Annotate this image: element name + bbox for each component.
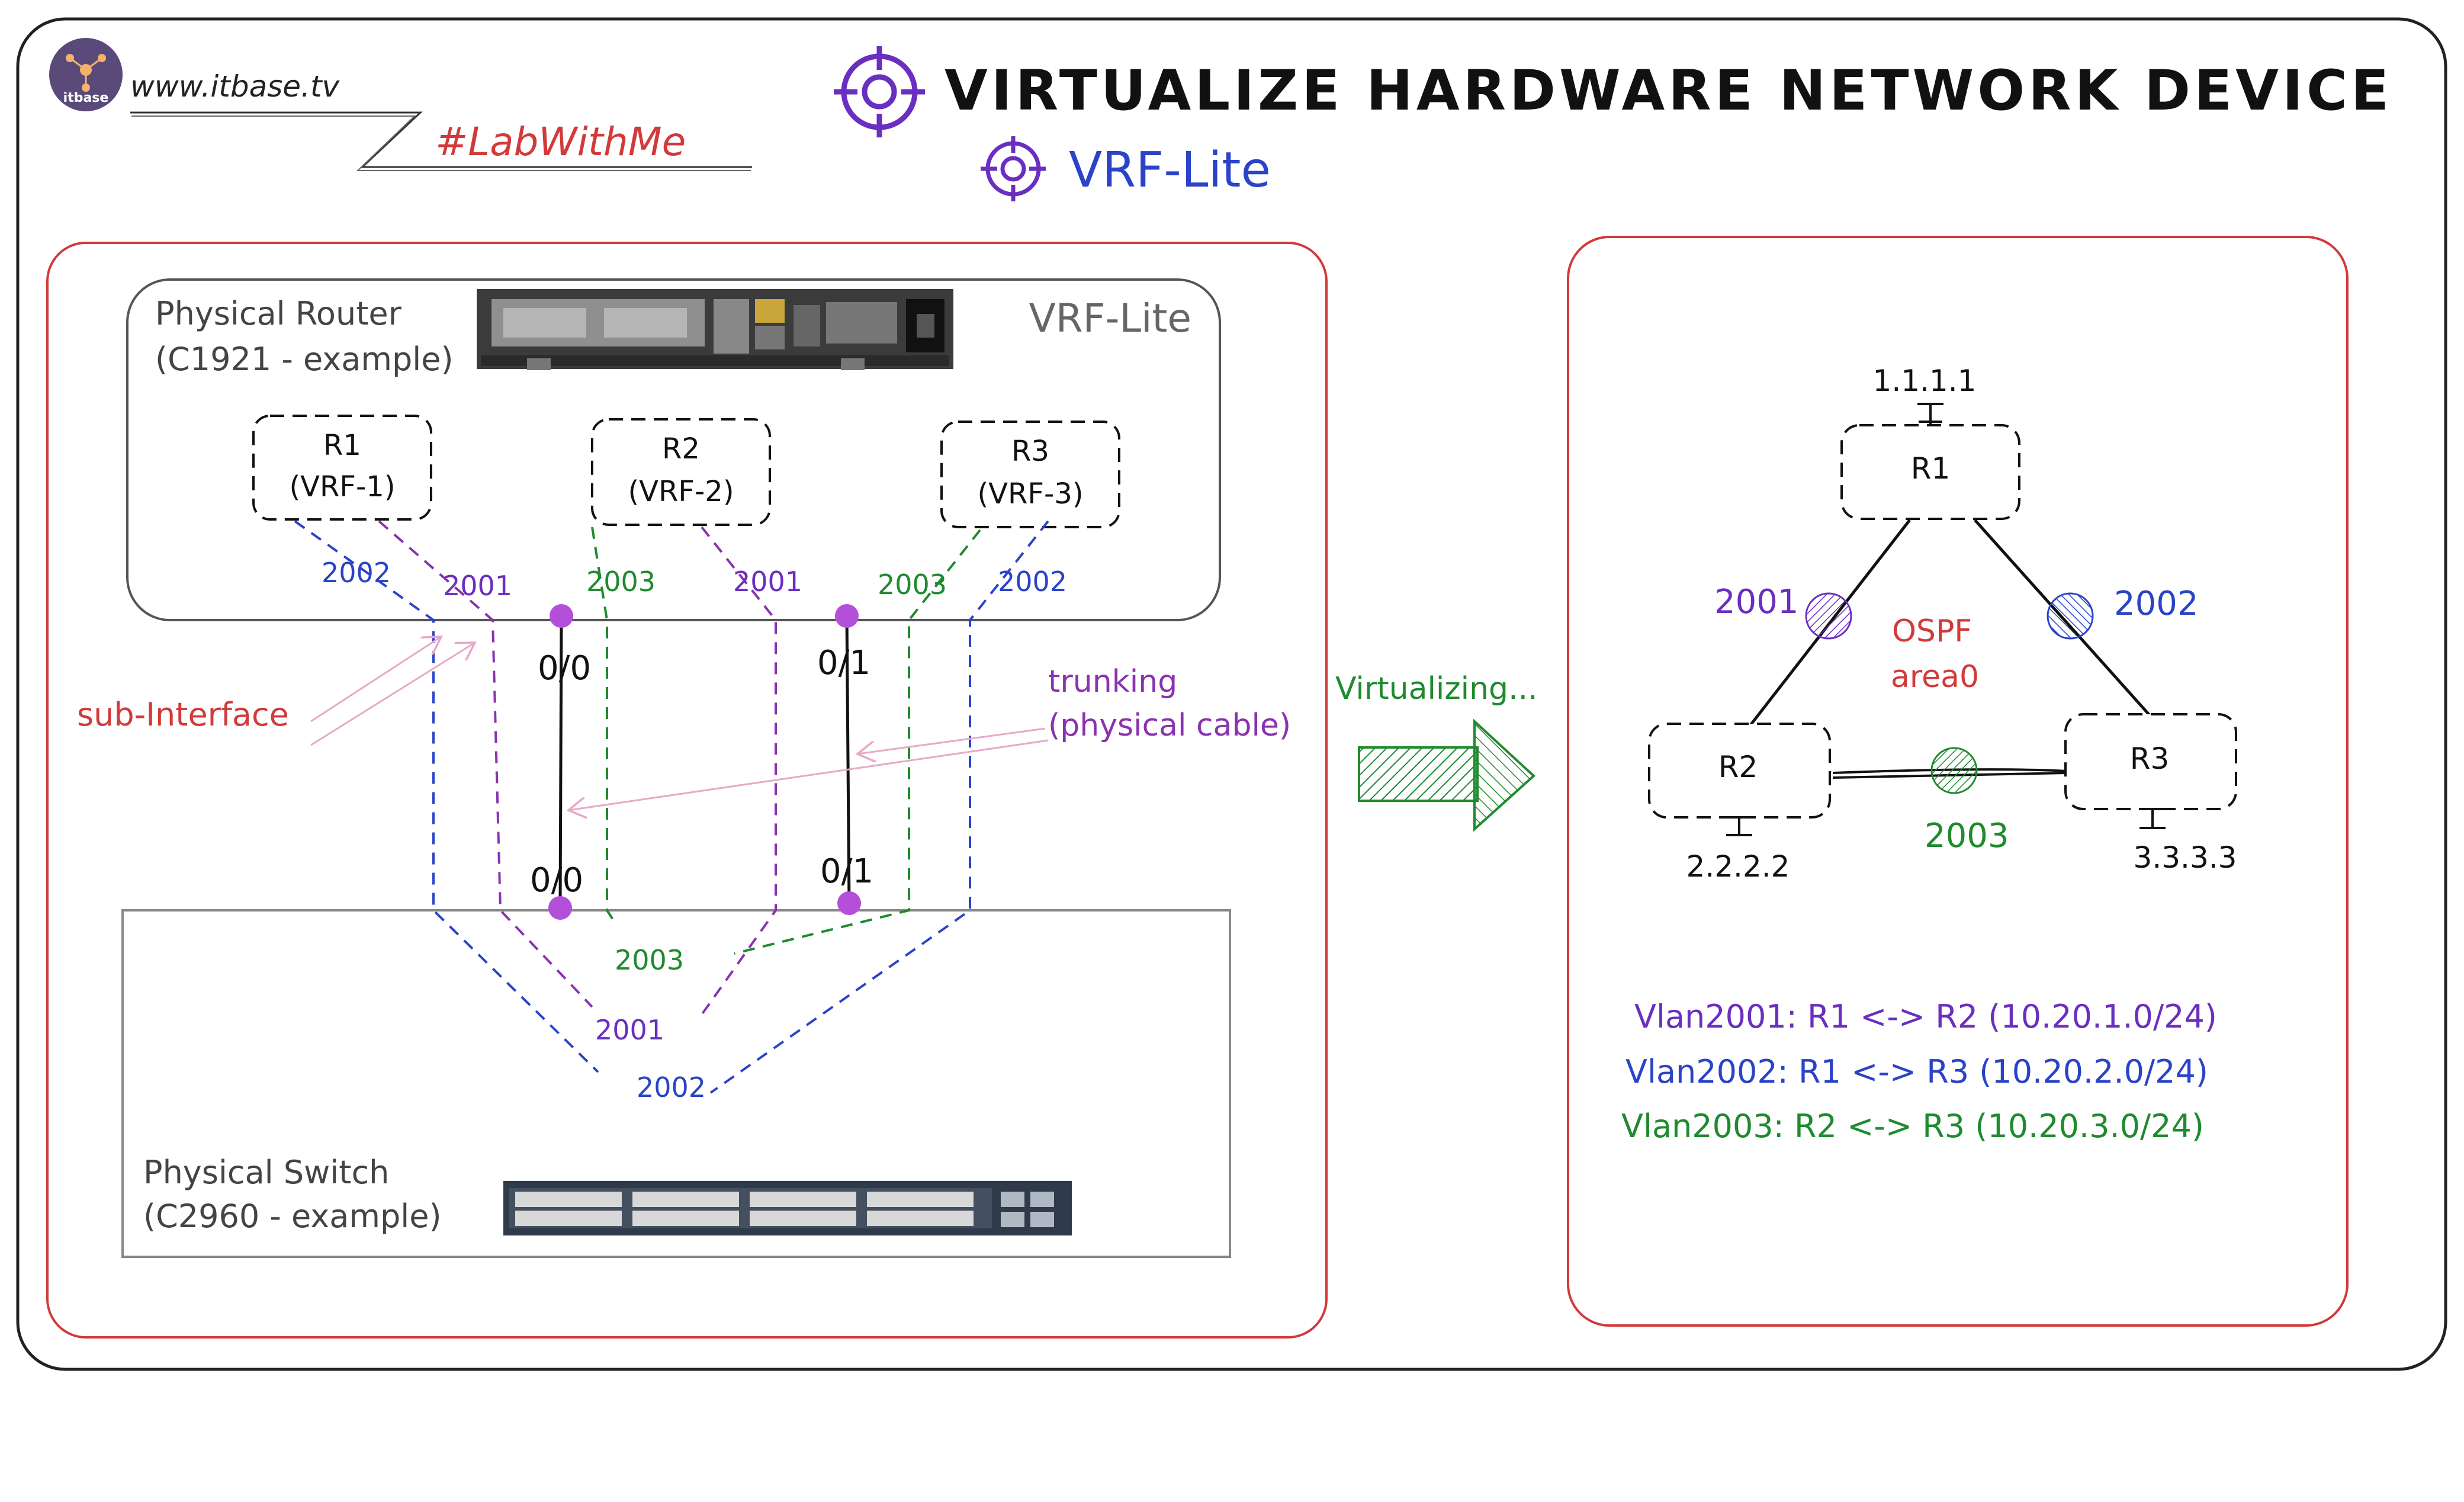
- vrf-r2-name: R2: [662, 432, 700, 466]
- trunk-cable-right: [845, 615, 851, 906]
- outer-frame: [16, 17, 2447, 1371]
- vlan-legend-2003: Vlan2003: R2 <-> R3 (10.20.3.0/24): [1621, 1108, 2204, 1145]
- ospf-label: OSPF: [1892, 614, 1972, 649]
- physical-router-box: [126, 278, 1221, 621]
- hashtag: #LabWithMe: [435, 119, 686, 165]
- right-panel: [1567, 236, 2349, 1327]
- vlan-label-r2-2001: 2001: [733, 566, 802, 598]
- router-r3-name: R3: [2130, 742, 2170, 776]
- physical-switch-box: [121, 909, 1231, 1258]
- vlan-2003-connection: [591, 527, 981, 955]
- router-r3-loopback: 3.3.3.3: [2134, 840, 2237, 875]
- target-icon: [834, 46, 925, 137]
- vrf-box-r1: R1 (VRF-1): [252, 415, 432, 521]
- port-router-left: 0/0: [538, 649, 591, 688]
- router-label-line2: (C1921 - example): [155, 341, 454, 378]
- vlan-legend-2001: Vlan2001: R1 <-> R2 (10.20.1.0/24): [1634, 998, 2217, 1035]
- switch-hardware-image: [503, 1181, 1072, 1235]
- vlan-label-sw-2002: 2002: [637, 1071, 706, 1103]
- trunk-cable-left: [558, 615, 563, 907]
- vrf-lite-label: VRF-Lite: [1029, 296, 1191, 341]
- vrf-r1-name: R1: [323, 429, 361, 462]
- router-hardware-image: [477, 289, 953, 370]
- vrf-box-r2: R2 (VRF-2): [591, 418, 771, 526]
- vrf-r1-label: (VRF-1): [289, 470, 395, 503]
- virtualizing-label: Virtualizing...: [1335, 671, 1538, 707]
- vlan-label-sw-2003: 2003: [615, 944, 684, 976]
- vlan-label-r1-2002: 2002: [322, 557, 391, 589]
- page-subtitle: VRF-Lite: [1069, 142, 1271, 198]
- trunking-label-line1: trunking: [1048, 664, 1177, 699]
- link-marker-2002: [2047, 592, 2094, 640]
- logo-text: itbase: [63, 91, 109, 105]
- router-r1-loopback: 1.1.1.1: [1873, 364, 1977, 398]
- link-label-2002: 2002: [2114, 585, 2199, 623]
- vrf-r2-label: (VRF-2): [628, 475, 734, 508]
- link-label-2003: 2003: [1925, 817, 2009, 855]
- link-marker-2001: [1805, 592, 1852, 640]
- port-router-right: 0/1: [817, 644, 870, 682]
- vlan-2002-left-connection: [294, 520, 1049, 1094]
- router-r2-loopback: 2.2.2.2: [1686, 849, 1790, 884]
- port-switch-right: 0/1: [820, 852, 873, 891]
- port-dot-router-left: [550, 604, 573, 628]
- vrf-box-r3: R3 (VRF-3): [940, 421, 1120, 528]
- site-url[interactable]: www.itbase.tv: [130, 69, 340, 104]
- vlan-label-sw-2001: 2001: [595, 1014, 664, 1046]
- vlan-label-r1-2001: 2001: [443, 570, 512, 602]
- vlan-2001-connection: [378, 520, 777, 1020]
- link-label-2001: 2001: [1714, 583, 1799, 621]
- vlan-label-r2-2003: 2003: [586, 566, 656, 598]
- left-panel: [46, 242, 1328, 1339]
- vlan-label-r3-2002: 2002: [998, 566, 1067, 598]
- vlan-label-r3-2003: 2003: [878, 569, 947, 601]
- link-marker-2003: [1930, 747, 1978, 794]
- trunking-arrows: [568, 727, 1049, 810]
- sub-interface-label: sub-Interface: [77, 696, 289, 733]
- header-underline: [130, 111, 752, 168]
- port-dot-switch-right: [837, 891, 861, 915]
- switch-label-line1: Physical Switch: [143, 1154, 389, 1191]
- vlan-legend-2002: Vlan2002: R1 <-> R3 (10.20.2.0/24): [1625, 1053, 2208, 1090]
- router-node-r1: R1 1.1.1.1: [1840, 364, 2020, 520]
- sub-interface-arrows: [310, 637, 475, 746]
- page-title: VIRTUALIZE HARDWARE NETWORK DEVICE: [945, 59, 2392, 123]
- virtualizing-arrow: [1358, 718, 1535, 832]
- port-dot-router-right: [835, 604, 859, 628]
- ospf-area-label: area0: [1891, 659, 1979, 695]
- trunking-label-line2: (physical cable): [1048, 708, 1291, 743]
- router-node-r2: R2 2.2.2.2: [1648, 723, 1831, 884]
- itbase-logo: itbase: [49, 38, 123, 111]
- target-icon-small: [981, 136, 1046, 201]
- vrf-r3-label: (VRF-3): [977, 477, 1083, 511]
- port-dot-switch-left: [548, 896, 572, 920]
- switch-label-line2: (C2960 - example): [143, 1198, 442, 1235]
- port-switch-left: 0/0: [530, 861, 583, 900]
- vrf-r3-name: R3: [1011, 435, 1049, 468]
- router-r1-name: R1: [1911, 451, 1951, 486]
- router-label-line1: Physical Router: [155, 295, 402, 332]
- router-node-r3: R3 3.3.3.3: [2064, 713, 2237, 875]
- router-r2-name: R2: [1718, 750, 1758, 784]
